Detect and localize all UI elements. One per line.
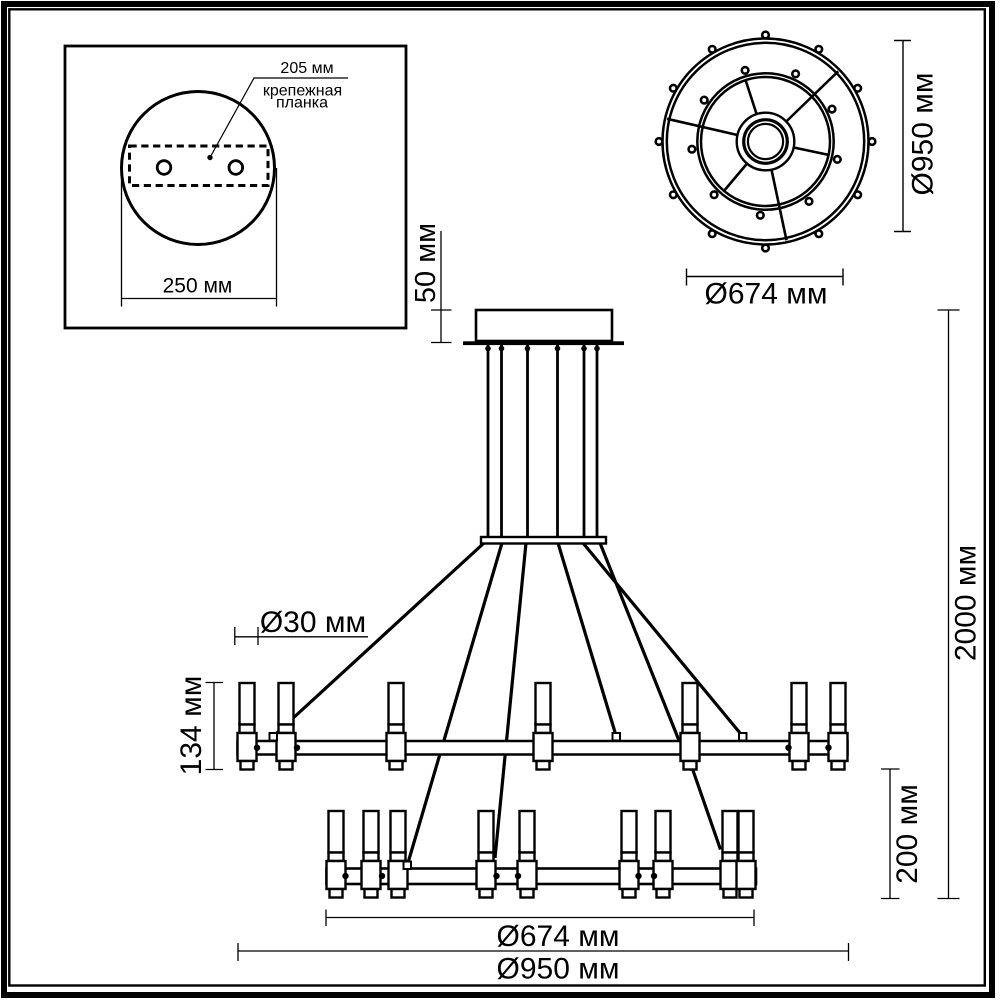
svg-text:Ø950 мм: Ø950 мм xyxy=(907,73,940,196)
svg-text:крепежная: крепежная xyxy=(263,83,342,100)
svg-text:200 мм: 200 мм xyxy=(891,784,924,884)
svg-text:134 мм: 134 мм xyxy=(175,676,208,776)
svg-text:Ø674 мм: Ø674 мм xyxy=(497,920,620,953)
svg-text:50 мм: 50 мм xyxy=(410,223,442,303)
svg-text:205 мм: 205 мм xyxy=(280,60,333,77)
svg-text:250 мм: 250 мм xyxy=(163,275,233,298)
svg-text:Ø30 мм: Ø30 мм xyxy=(260,606,366,639)
svg-text:Ø674 мм: Ø674 мм xyxy=(705,278,828,311)
svg-text:2000 мм: 2000 мм xyxy=(950,545,983,661)
svg-text:планка: планка xyxy=(276,95,328,112)
svg-text:Ø950 мм: Ø950 мм xyxy=(497,953,620,986)
